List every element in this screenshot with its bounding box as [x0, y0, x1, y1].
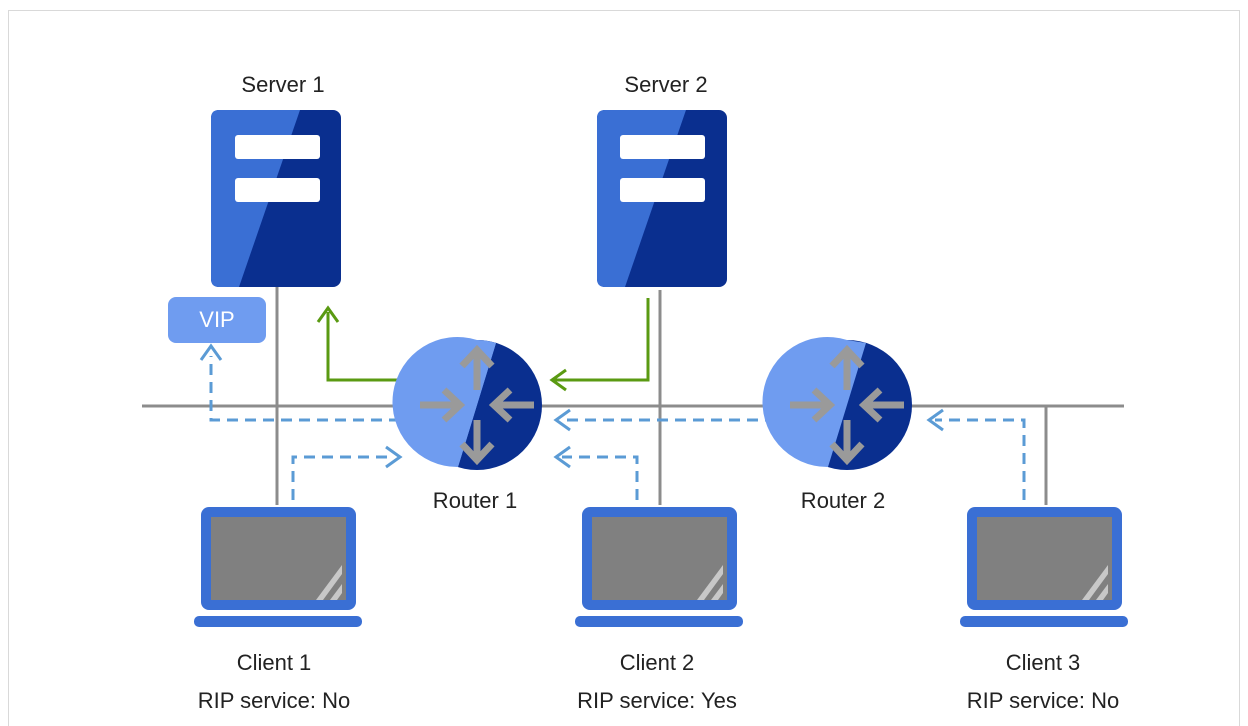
server-2-label: Server 2: [624, 72, 708, 97]
green-arrowhead-left: [549, 368, 567, 392]
blue-arrowhead-vip: [199, 343, 223, 361]
blue-arrowhead-client1: [385, 445, 403, 469]
vip-box: [168, 297, 266, 343]
green-path-from-server2: [552, 298, 650, 382]
server-1-icon: [211, 110, 341, 287]
blue-dashed-client3-to-router2: [935, 418, 1026, 500]
router-2-icon: [762, 337, 912, 470]
vip-label: VIP: [199, 307, 235, 332]
server-2-icon: [597, 110, 727, 287]
client-2-label: Client 2: [619, 650, 695, 675]
blue-dashed-client1-to-router1: [291, 455, 390, 500]
client-2-laptop-icon: [575, 507, 743, 627]
server-1-label: Server 1: [241, 72, 325, 97]
green-arrowhead-up: [316, 305, 340, 323]
router-1-icon: [392, 337, 542, 470]
blue-dashed-client2-to-router1: [562, 455, 639, 500]
client-1-laptop-icon: [194, 507, 362, 627]
router-1-label: Router 1: [432, 488, 518, 513]
client-3-label: Client 3: [1005, 650, 1081, 675]
client-3-laptop-icon: [960, 507, 1128, 627]
client-2-rip-status: RIP service: Yes: [577, 688, 737, 713]
client-3-rip-status: RIP service: No: [966, 688, 1120, 713]
green-path-to-server1: [326, 312, 412, 382]
blue-dashed-router1-to-vip: [209, 356, 400, 422]
blue-arrowhead-client2-left: [553, 445, 571, 469]
client-1-label: Client 1: [236, 650, 312, 675]
blue-arrowhead-client3-left: [926, 408, 944, 432]
router-2-label: Router 2: [800, 488, 886, 513]
client-1-rip-status: RIP service: No: [197, 688, 351, 713]
blue-arrowhead-router2-left: [553, 408, 571, 432]
diagram-frame: [8, 10, 1240, 726]
